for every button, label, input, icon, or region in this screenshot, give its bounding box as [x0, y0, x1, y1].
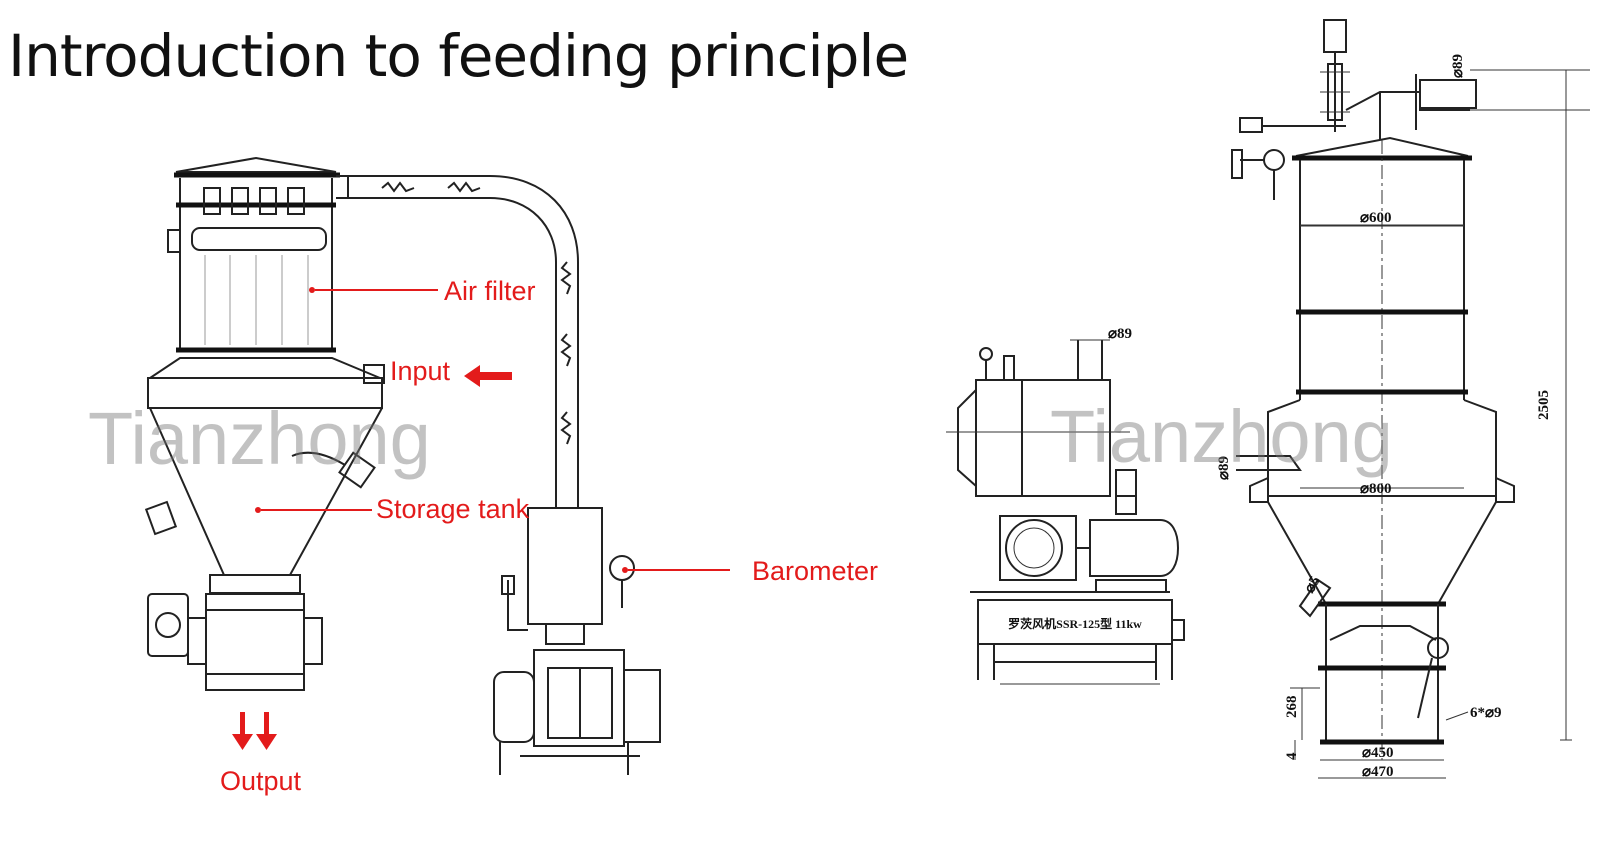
label-barometer: Barometer [752, 556, 878, 586]
roots-blower-drawing [946, 339, 1185, 685]
watermark-left: Tianzhong [88, 397, 431, 480]
receiver-drawing [1231, 19, 1590, 779]
blower-nameplate: 罗茨风机SSR-125型 11kw [1008, 616, 1142, 631]
page-title: Introduction to feeding principle [8, 22, 909, 90]
dim-d89-top: ⌀89 [1450, 54, 1466, 78]
dim-d470: ⌀470 [1362, 764, 1394, 780]
label-air-filter: Air filter [444, 276, 536, 306]
dim-holes: 6*⌀9 [1470, 705, 1502, 721]
dim-2505: 2505 [1536, 390, 1552, 420]
hopper-assembly [144, 156, 385, 691]
input-arrow-icon [464, 365, 512, 387]
output-arrows-icon [232, 712, 277, 750]
dim-d5: ⌀5 [1302, 574, 1324, 596]
dim-d89-side: ⌀89 [1216, 456, 1232, 480]
label-storage-tank: Storage tank [376, 494, 530, 524]
dim-d89-blower: ⌀89 [1108, 326, 1132, 342]
flow-arrow-icon [381, 181, 572, 445]
dim-d450: ⌀450 [1362, 745, 1394, 761]
dim-268: 268 [1284, 696, 1300, 719]
conveying-pipe [336, 175, 579, 508]
label-input: Input [390, 356, 451, 386]
pulse-valves-icon [203, 187, 305, 215]
blower-unit [493, 507, 661, 775]
dim-4: 4 [1284, 752, 1300, 760]
dim-d600: ⌀600 [1360, 210, 1392, 226]
annotation-leaders [255, 287, 730, 573]
watermark-right: Tianzhong [1050, 395, 1393, 478]
label-output: Output [220, 766, 302, 796]
dim-d800: ⌀800 [1360, 481, 1392, 497]
